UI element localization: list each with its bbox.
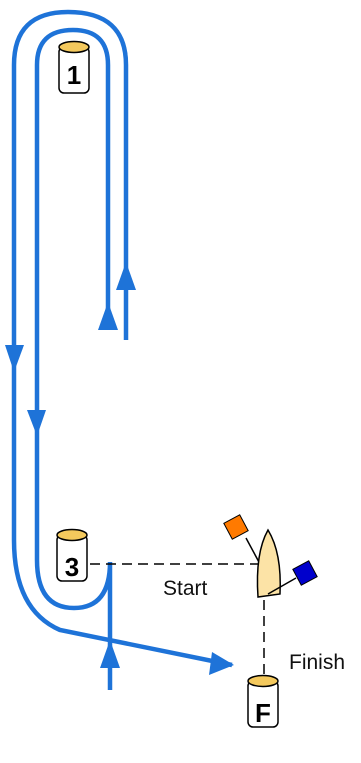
mark-1: 1 xyxy=(58,40,90,94)
mark-3-label: 3 xyxy=(65,552,79,582)
inner-course-loop xyxy=(34,27,113,690)
arrow-down-inner-icon xyxy=(27,410,46,436)
finish-label: Finish xyxy=(289,651,345,674)
blue-flag-pole xyxy=(267,577,297,595)
outer-course-loop xyxy=(11,9,233,668)
orange-flag xyxy=(223,514,249,540)
mark-3: 3 xyxy=(56,528,88,582)
committee-boat xyxy=(223,514,318,598)
mark-1-label: 1 xyxy=(67,60,81,90)
orange-flag-pole xyxy=(245,537,261,565)
start-label: Start xyxy=(163,577,208,600)
finish-mark-label: F xyxy=(255,698,271,728)
arrow-right-finish-icon xyxy=(209,652,234,675)
arrow-down-outer-icon xyxy=(5,345,24,372)
arrow-up-outer-icon xyxy=(116,262,136,290)
arrow-up-start-icon xyxy=(100,640,120,668)
boat-hull xyxy=(256,528,281,598)
blue-flag xyxy=(292,560,318,586)
arrow-up-inner-icon xyxy=(98,302,118,330)
finish-mark: F xyxy=(247,674,279,728)
